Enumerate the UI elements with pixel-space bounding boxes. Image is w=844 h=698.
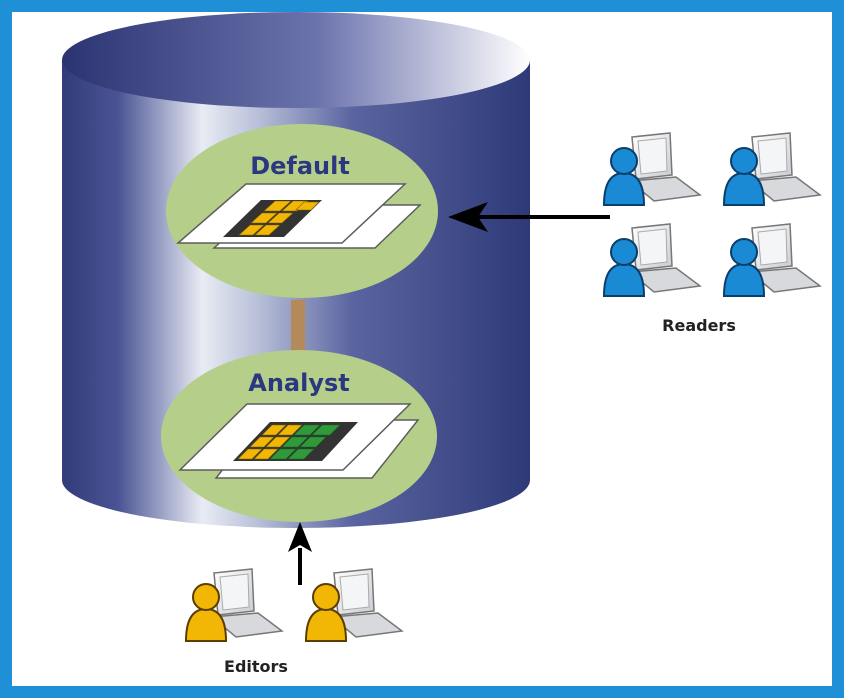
editors-label: Editors: [224, 657, 288, 676]
user-laptop-icon: [722, 223, 822, 297]
user-laptop-icon: [304, 568, 404, 642]
readers-group: Readers: [602, 132, 822, 335]
arrow-up-icon: [288, 522, 312, 585]
user-laptop-icon: [602, 223, 702, 297]
map-layers-icon: [175, 183, 422, 249]
arrow-left-icon: [448, 202, 610, 232]
version-analyst: Analyst: [161, 350, 437, 522]
analyst-version-label: Analyst: [248, 369, 349, 397]
user-laptop-icon: [184, 568, 284, 642]
user-laptop-icon: [602, 132, 702, 206]
map-layers-icon: [178, 403, 420, 479]
user-laptop-icon: [722, 132, 822, 206]
version-default: Default: [166, 124, 438, 298]
default-version-label: Default: [250, 152, 350, 180]
readers-label: Readers: [662, 316, 736, 335]
editors-group: Editors: [184, 568, 404, 676]
